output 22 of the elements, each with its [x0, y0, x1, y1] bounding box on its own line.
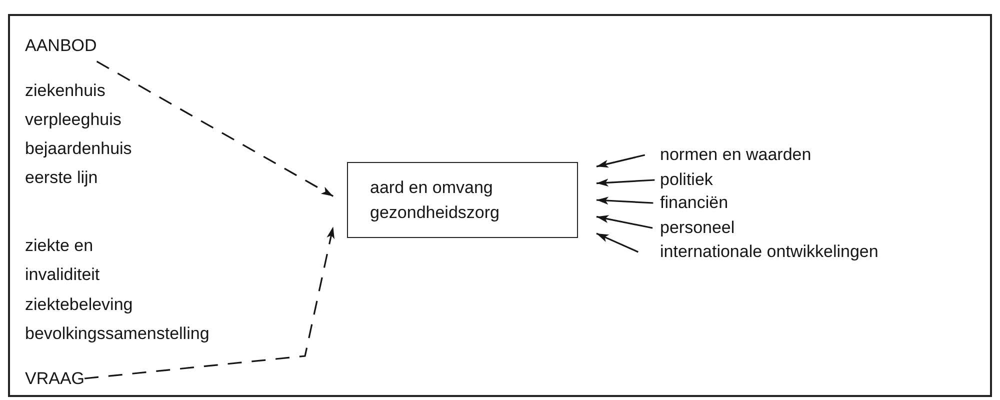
arrow: [596, 178, 655, 187]
process-box: [347, 162, 578, 238]
box-text: aard en omvang gezondheidszorg: [370, 177, 500, 224]
list-item-text: verpleeghuis: [25, 109, 122, 131]
list-item-text: bevolkingssamenstelling: [25, 323, 210, 345]
factor-text: internationale ontwikkelingen: [660, 240, 878, 264]
factor-text: politiek: [660, 168, 713, 192]
arrow: [596, 196, 654, 205]
heading-text: VRAAG: [25, 364, 85, 393]
factor-text: personeel: [660, 216, 735, 240]
dashed-arrow: [96, 60, 334, 197]
list-item-text: eerste lijn: [25, 167, 98, 189]
list-item-text: ziektebeleving: [25, 294, 133, 316]
dashed-arrow: [84, 226, 334, 380]
arrow: [596, 232, 638, 253]
factor-text: financiën: [660, 191, 728, 215]
list-item-text: ziekenhuis: [25, 80, 106, 102]
list-item-text: bejaardenhuis: [25, 138, 132, 160]
factor-text: normen en waarden: [660, 143, 812, 167]
heading-text: AANBOD: [25, 31, 97, 60]
arrow: [596, 215, 653, 229]
arrow: [596, 154, 646, 168]
